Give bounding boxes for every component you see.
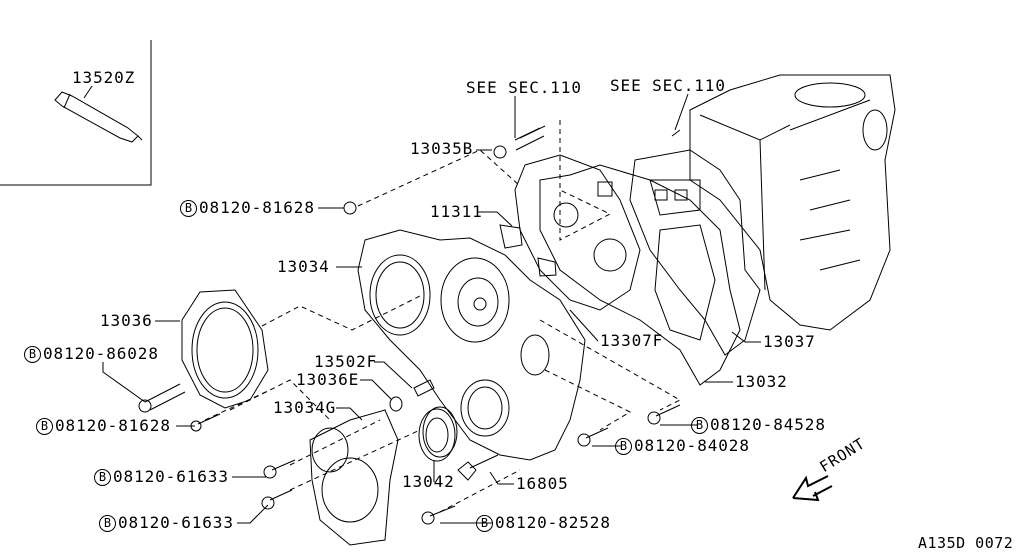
- part-number: 08120-84528: [710, 415, 826, 434]
- sealant-inset-box: [0, 40, 152, 186]
- gasket-11311b: [537, 257, 557, 277]
- seal-13042: [418, 406, 458, 462]
- front-cover-13034: [357, 229, 586, 461]
- gasket-13032: [539, 164, 741, 386]
- part-number: 08120-61633: [113, 467, 229, 486]
- part-number: 08120-84028: [634, 436, 750, 455]
- part-number: 08120-86028: [43, 344, 159, 363]
- callout-13036e[interactable]: 13036E: [296, 370, 360, 389]
- bolt-marker-icon: B: [180, 200, 197, 217]
- see-section-110-link[interactable]: SEE SEC.110: [466, 78, 582, 97]
- bolt-marker-icon: B: [36, 418, 53, 435]
- cover-13034g: [309, 409, 399, 546]
- engine-block: [689, 74, 896, 331]
- callout-13307f[interactable]: 13307F: [600, 331, 664, 350]
- plate-13307f: [514, 154, 641, 311]
- part-number: 08120-81628: [199, 198, 315, 217]
- gasket-11311: [499, 224, 523, 249]
- bolt-marker-icon: B: [99, 515, 116, 532]
- bolt-marker-icon: B: [24, 346, 41, 363]
- figure-code: A135D 0072: [918, 534, 1014, 552]
- callout-13042[interactable]: 13042: [402, 472, 455, 491]
- callout-13520z[interactable]: 13520Z: [72, 68, 136, 87]
- callout-13034g[interactable]: 13034G: [273, 398, 337, 417]
- small-parts: [138, 145, 681, 525]
- front-arrow-icon: [792, 475, 833, 502]
- callout-13036[interactable]: 13036: [100, 311, 153, 330]
- part-number: 08120-82528: [495, 513, 611, 532]
- dashed-lines: [204, 120, 682, 513]
- see-section-110-link[interactable]: SEE SEC.110: [610, 76, 726, 95]
- callout-13502f[interactable]: 13502F: [314, 352, 378, 371]
- oil-seal-13036: [181, 289, 269, 409]
- bolt-marker-icon: B: [691, 417, 708, 434]
- bolt-marker-icon: B: [476, 515, 493, 532]
- callout-13035b[interactable]: 13035B: [410, 139, 474, 158]
- plate-13037: [629, 149, 761, 356]
- callout-13037[interactable]: 13037: [763, 332, 816, 351]
- callout-16805[interactable]: 16805: [516, 474, 569, 493]
- callout-11311[interactable]: 11311: [430, 202, 483, 221]
- bolt-marker-icon: B: [615, 438, 632, 455]
- part-number: 08120-81628: [55, 416, 171, 435]
- callout-13032[interactable]: 13032: [735, 372, 788, 391]
- bolt-marker-icon: B: [94, 469, 111, 486]
- leader-lines: [102, 93, 761, 524]
- callout-13034[interactable]: 13034: [277, 257, 330, 276]
- part-number: 08120-61633: [118, 513, 234, 532]
